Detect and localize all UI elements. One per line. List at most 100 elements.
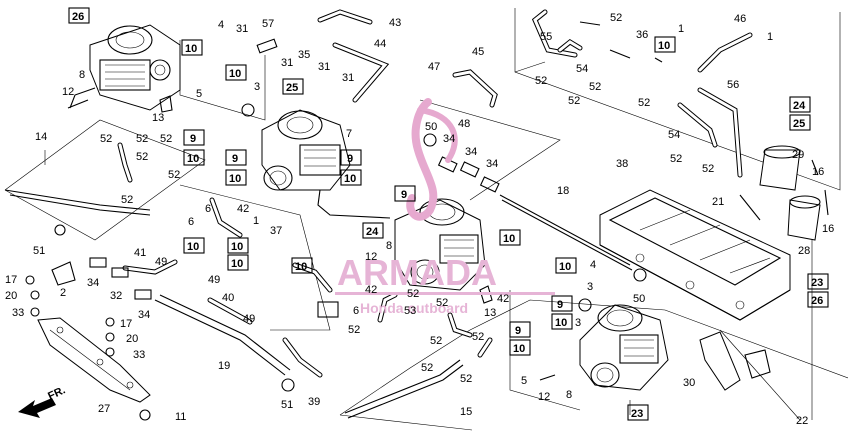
front-arrow-icon bbox=[18, 398, 56, 418]
part-label: 31 bbox=[281, 57, 293, 69]
part-label: 8 bbox=[386, 240, 392, 252]
front-arrow-label: FR. bbox=[46, 384, 67, 402]
part-label: 16 bbox=[812, 166, 824, 178]
part-label: 18 bbox=[557, 185, 569, 197]
part-label: 52 bbox=[472, 331, 484, 343]
part-label: 1 bbox=[767, 31, 773, 43]
part-label: 37 bbox=[270, 225, 282, 237]
part-labels: 26 8 12 4 31 57 43 10 10 3 31 35 31 44 2… bbox=[5, 11, 834, 427]
part-label: 52 bbox=[436, 297, 448, 309]
part-label: 34 bbox=[486, 158, 498, 170]
part-label: 52 bbox=[136, 133, 148, 145]
part-label: 25 bbox=[286, 82, 298, 94]
part-label: 46 bbox=[734, 13, 746, 25]
part-label: 2 bbox=[60, 287, 66, 299]
part-label: 34 bbox=[87, 277, 99, 289]
part-label: 24 bbox=[793, 100, 806, 112]
part-label: 52 bbox=[160, 133, 172, 145]
part-label: 23 bbox=[631, 408, 643, 420]
part-label: 13 bbox=[152, 112, 164, 124]
part-label: 50 bbox=[425, 121, 437, 133]
part-label: 52 bbox=[568, 95, 580, 107]
part-label: 28 bbox=[798, 245, 810, 257]
part-label: 16 bbox=[822, 223, 834, 235]
watermark-seahorse-icon bbox=[406, 98, 438, 221]
part-label: 10 bbox=[503, 233, 515, 245]
part-label: 52 bbox=[702, 163, 714, 175]
air-chamber bbox=[599, 189, 791, 321]
part-label: 52 bbox=[460, 373, 472, 385]
part-label: 29 bbox=[792, 149, 804, 161]
part-label: 24 bbox=[366, 226, 379, 238]
part-label: 33 bbox=[12, 307, 24, 319]
part-label: 49 bbox=[243, 313, 255, 325]
part-label: 6 bbox=[205, 203, 211, 215]
part-label: 26 bbox=[811, 295, 823, 307]
part-label: 25 bbox=[793, 118, 805, 130]
part-label: 52 bbox=[121, 194, 133, 206]
part-label: 30 bbox=[683, 377, 695, 389]
part-label: 10 bbox=[658, 40, 670, 52]
part-label: 44 bbox=[374, 38, 386, 50]
part-label: 11 bbox=[175, 411, 186, 423]
part-label: 12 bbox=[62, 86, 74, 98]
part-label: 52 bbox=[421, 362, 433, 374]
part-label: 52 bbox=[535, 75, 547, 87]
part-label: 10 bbox=[344, 173, 356, 185]
part-label: 26 bbox=[72, 11, 84, 23]
part-label: 10 bbox=[229, 68, 241, 80]
part-label: 48 bbox=[458, 118, 470, 130]
front-arrow: FR. bbox=[18, 384, 67, 418]
part-label: 52 bbox=[610, 12, 622, 24]
part-label: 51 bbox=[281, 399, 293, 411]
small-parts bbox=[25, 21, 829, 421]
part-label: 6 bbox=[353, 305, 359, 317]
part-label: 52 bbox=[100, 133, 112, 145]
part-label: 40 bbox=[222, 292, 234, 304]
watermark: ARMADA Honda outboard bbox=[335, 98, 555, 316]
part-label: 17 bbox=[120, 318, 132, 330]
part-label: 35 bbox=[298, 49, 310, 61]
part-label: 3 bbox=[254, 81, 260, 93]
part-label: 9 bbox=[347, 153, 353, 165]
part-label: 38 bbox=[616, 158, 628, 170]
mounting-bracket-left bbox=[37, 261, 151, 403]
carburetor-lower-right bbox=[579, 304, 669, 391]
part-label: 49 bbox=[208, 274, 220, 286]
part-label: 5 bbox=[521, 375, 527, 387]
part-label: 10 bbox=[559, 261, 571, 273]
part-label: 33 bbox=[133, 349, 145, 361]
part-label: 6 bbox=[188, 216, 194, 228]
part-label: 4 bbox=[218, 19, 224, 31]
part-label: 10 bbox=[231, 258, 243, 270]
part-label: 54 bbox=[576, 63, 588, 75]
part-label: 31 bbox=[342, 72, 354, 84]
part-label: 34 bbox=[443, 133, 455, 145]
air-funnels bbox=[759, 145, 821, 241]
part-label: 42 bbox=[237, 203, 249, 215]
part-label: 52 bbox=[589, 81, 601, 93]
part-label: 21 bbox=[712, 196, 724, 208]
part-label: 32 bbox=[110, 290, 122, 302]
carburetor-middle-top bbox=[261, 109, 391, 219]
part-label: 10 bbox=[231, 241, 243, 253]
part-label: 22 bbox=[796, 415, 808, 427]
watermark-brand: ARMADA bbox=[337, 252, 497, 293]
part-label: 12 bbox=[365, 251, 377, 263]
part-label: 10 bbox=[187, 241, 199, 253]
part-label: 19 bbox=[218, 360, 230, 372]
part-label: 45 bbox=[472, 46, 484, 58]
label-frames bbox=[68, 7, 829, 421]
part-label: 9 bbox=[557, 299, 563, 311]
part-label: 15 bbox=[460, 406, 472, 418]
part-label: 27 bbox=[98, 403, 110, 415]
part-label: 3 bbox=[575, 317, 581, 329]
part-label: 49 bbox=[155, 256, 167, 268]
part-label: 8 bbox=[566, 389, 572, 401]
mounting-bracket-right bbox=[699, 331, 771, 391]
part-label: 53 bbox=[404, 305, 416, 317]
part-label: 54 bbox=[668, 129, 680, 141]
part-label: 23 bbox=[811, 277, 823, 289]
part-label: 10 bbox=[295, 261, 307, 273]
